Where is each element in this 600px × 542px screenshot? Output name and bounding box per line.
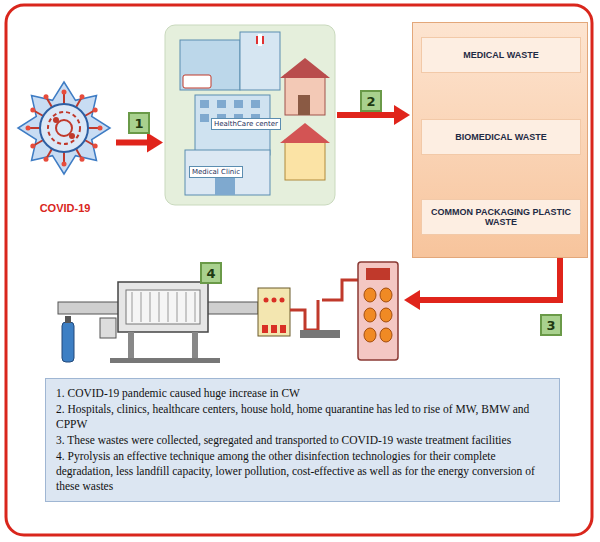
window (251, 100, 260, 108)
heater-coil (364, 288, 376, 302)
flow-arrow (116, 133, 163, 153)
callout-number: 1 (128, 112, 150, 134)
virus-spike (30, 127, 40, 129)
furnace-rib (150, 292, 151, 322)
heater-coil (380, 328, 392, 342)
window (200, 114, 209, 122)
virus-spike (76, 99, 81, 108)
heater-coil (380, 288, 392, 302)
arrow-head (404, 290, 420, 310)
virus-spike (35, 140, 44, 145)
virus-spike-tip (93, 108, 98, 113)
knob (264, 298, 269, 303)
waste-type: BIOMEDICAL WASTE (455, 132, 546, 142)
virus-spike (35, 111, 44, 116)
callout-number: 4 (200, 262, 222, 284)
list-item: 3. These wastes were collected, segregat… (56, 433, 549, 448)
virus-spike (63, 152, 65, 162)
pyrolysis-apparatus (58, 262, 398, 363)
furnace-rib (132, 292, 133, 322)
virus-icon (18, 82, 110, 174)
building-sign: Medical Clinic (189, 166, 243, 178)
heater-coil (364, 308, 376, 322)
furnace-rib (186, 292, 187, 322)
virus-spike-tip (26, 126, 31, 131)
waste-type: COMMON PACKAGING PLASTIC WASTE (428, 207, 574, 227)
list-item: 1. COVID-19 pandemic caused huge increas… (56, 386, 549, 401)
furnace-rib (195, 292, 196, 322)
valve (280, 325, 286, 333)
furnace-rib (168, 292, 169, 322)
heater-coil (364, 328, 376, 342)
knob (272, 298, 277, 303)
virus-spike-tip (44, 157, 49, 162)
window (217, 100, 226, 108)
summary-box: 1. COVID-19 pandemic caused huge increas… (45, 378, 560, 502)
waste-box: MEDICAL WASTE (421, 37, 581, 73)
arrow-head (394, 105, 410, 125)
heater-coil (380, 308, 392, 322)
virus-spike (85, 111, 94, 116)
waste-box: COMMON PACKAGING PLASTIC WASTE (421, 199, 581, 235)
outer-frame (6, 5, 592, 535)
window (200, 100, 209, 108)
furnace-rib (159, 292, 160, 322)
virus-spike (88, 127, 98, 129)
waste-type: MEDICAL WASTE (463, 50, 538, 60)
virus-spike-tip (30, 108, 35, 113)
virus-label: COVID-19 (40, 202, 91, 214)
waste-panel: MEDICAL WASTE BIOMEDICAL WASTE COMMON PACK… (412, 22, 588, 258)
waste-box: BIOMEDICAL WASTE (421, 119, 581, 155)
valve (262, 325, 268, 333)
flow-arrow (418, 258, 560, 300)
virus-spike (85, 140, 94, 145)
virus-spike-tip (80, 157, 85, 162)
building-sign: HealthCare center (211, 118, 281, 130)
callout-number: 3 (540, 314, 562, 336)
source-panel: HealthCare centerMedical Clinic (165, 25, 335, 205)
virus-spike-tip (44, 94, 49, 99)
knob (280, 298, 285, 303)
buildings-illustration (165, 25, 335, 205)
virus-node: COVID-19 (16, 80, 114, 214)
virus-spike-tip (30, 144, 35, 149)
callout-number: 2 (360, 90, 382, 112)
virus-spike (76, 149, 81, 158)
virus-spike (63, 94, 65, 104)
list-item: 2. Hospitals, clinics, healthcare center… (56, 402, 549, 432)
arrow-head (147, 133, 163, 153)
window (234, 100, 243, 108)
list-item: 4. Pyrolysis an effective technique amon… (56, 449, 549, 494)
virus-spike-tip (93, 144, 98, 149)
virus-spike-tip (80, 94, 85, 99)
furnace-rib (177, 292, 178, 322)
virus-spike (47, 99, 52, 108)
virus-spike-tip (62, 90, 67, 95)
furnace-rib (141, 292, 142, 322)
arrow-shaft (337, 112, 396, 118)
valve (271, 325, 277, 333)
arrow-shaft (116, 140, 149, 146)
virus-spike-tip (62, 162, 67, 167)
virus-spike-tip (98, 126, 103, 131)
virus-spike (47, 149, 52, 158)
